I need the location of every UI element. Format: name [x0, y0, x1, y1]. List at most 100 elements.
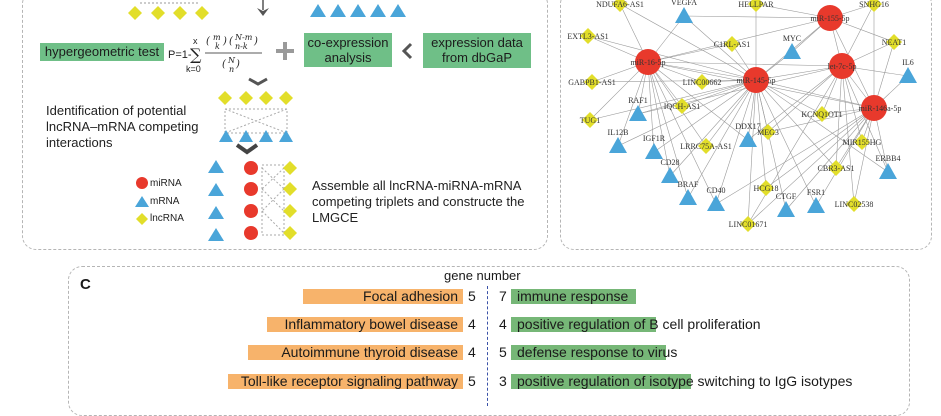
network-edge	[755, 79, 767, 189]
network-node-label: CD40	[706, 186, 725, 195]
hypergeometric-test-box: hypergeometric test	[40, 43, 164, 61]
lncrna-node	[740, 216, 756, 232]
legend-mirna-label: miRNA	[150, 178, 182, 189]
lncrna-node	[724, 36, 740, 52]
network-edge	[715, 107, 875, 205]
lncrna-node	[866, 0, 882, 12]
svg-text:(: (	[229, 36, 234, 47]
plus-icon	[276, 42, 294, 60]
right-term-2: positive regulation of B cell proliferat…	[517, 316, 761, 332]
panel-b	[560, 0, 932, 250]
network-node-label: CD28	[660, 158, 679, 167]
panel-c	[68, 266, 910, 416]
panel-a	[22, 0, 548, 250]
mrna-node	[777, 201, 795, 217]
network-edge	[647, 61, 717, 205]
legend-mrna-icon	[135, 196, 149, 207]
lncrna-node	[582, 112, 598, 128]
network-edge	[647, 61, 843, 67]
legend-mirna-icon	[136, 177, 148, 189]
legend-lncrna-icon	[136, 213, 148, 225]
left-term-2: Inflammatory bowel disease	[284, 316, 458, 332]
network-edge	[617, 79, 757, 147]
mrna-node	[675, 7, 693, 23]
lncrna-node	[698, 138, 714, 154]
network-node-label: IQCH-AS1	[664, 102, 700, 111]
expression-data-label: expression data from dbGaP	[431, 35, 523, 65]
network-edge	[835, 65, 843, 169]
legend-lncrna-label: lncRNA	[150, 213, 184, 224]
svg-text:N: N	[227, 56, 236, 65]
network-edge	[755, 79, 837, 169]
network-edge	[755, 79, 817, 207]
network-node-label: MYC	[783, 34, 801, 43]
left-bar-3	[248, 345, 463, 360]
network-edge	[785, 107, 875, 211]
right-count-3: 5	[499, 344, 507, 360]
coexpression-label: co-expression analysis	[307, 35, 389, 65]
network-edge	[853, 107, 875, 205]
mrna-node	[783, 43, 801, 59]
network-edge	[669, 79, 757, 177]
top-lncrna-diamonds	[128, 2, 209, 20]
mrna-node	[707, 195, 725, 211]
network-node-label: EXTL3-AS1	[567, 32, 608, 41]
right-count-4: 3	[499, 373, 507, 389]
network-node-label: LINC01671	[729, 220, 768, 229]
lncrna-node	[828, 160, 844, 176]
lncrna-node	[854, 134, 870, 150]
network-node-label: RAF1	[628, 96, 648, 105]
left-bar-1	[303, 289, 463, 304]
mrna-node	[899, 67, 917, 83]
mirna-node	[829, 53, 855, 79]
network-edge	[755, 79, 889, 173]
network-edge	[637, 79, 757, 115]
svg-text:): )	[222, 36, 227, 47]
left-term-4: Toll-like receptor signaling pathway	[240, 373, 458, 389]
network-edge	[589, 79, 757, 121]
network-edge	[747, 65, 843, 225]
right-count-2: 4	[499, 316, 507, 332]
network-node-label: DDX17	[735, 122, 760, 131]
left-bar-2	[267, 317, 463, 332]
network-node-label: NEAT1	[882, 38, 906, 47]
network-node-label: miR-155-5p	[810, 14, 849, 23]
identification-diagram	[218, 91, 293, 142]
network-node-label: CBR3-AS1	[818, 164, 855, 173]
mrna-node	[645, 143, 663, 159]
network-node-label: miR-16-5p	[630, 58, 665, 67]
lmgce-network: miR-16-5pmiR-145-5pmiR-155-5plet-7c-5pmi…	[567, 0, 917, 232]
network-edge	[589, 61, 649, 121]
network-node-label: C1RL-AS1	[714, 40, 750, 49]
left-bar-4	[228, 374, 463, 389]
mirna-node	[635, 49, 661, 75]
network-node-label: MEG3	[757, 128, 779, 137]
right-bar-4	[511, 374, 691, 389]
network-node-label: HELLPAR	[738, 0, 774, 9]
left-count-3: 4	[468, 344, 476, 360]
network-node-label: VEGFA	[671, 0, 697, 7]
network-node-label: miR-145-5p	[736, 76, 775, 85]
right-term-4: positive regulation of isotype switching…	[517, 373, 853, 389]
network-edge	[637, 65, 843, 115]
right-bar-1	[511, 289, 636, 304]
network-node-label: GABPB1-AS1	[568, 78, 616, 87]
lncrna-node	[612, 0, 628, 12]
network-node-label: LRRC75A-AS1	[680, 142, 732, 151]
network-node-label: TUG1	[580, 116, 600, 125]
network-node-label: IGF1R	[643, 134, 666, 143]
network-node-label: LINC02538	[835, 200, 874, 209]
right-term-3: defense response to virus	[517, 344, 678, 360]
right-count-1: 7	[499, 288, 507, 304]
lncrna-node	[580, 28, 596, 44]
coexpression-box: co-expression analysis	[304, 33, 392, 67]
network-node-label: HCG18	[754, 184, 779, 193]
mrna-node	[879, 163, 897, 179]
identification-text: Identification of potential lncRNA–mRNA …	[46, 103, 199, 150]
right-term-1: immune response	[517, 288, 629, 304]
network-node-label: KCNQ1OT1	[801, 110, 842, 119]
svg-text:): )	[235, 59, 240, 70]
expression-data-box: expression data from dbGaP	[423, 33, 531, 68]
left-term-1: Focal adhesion	[363, 288, 458, 304]
svg-text:m: m	[213, 33, 221, 42]
